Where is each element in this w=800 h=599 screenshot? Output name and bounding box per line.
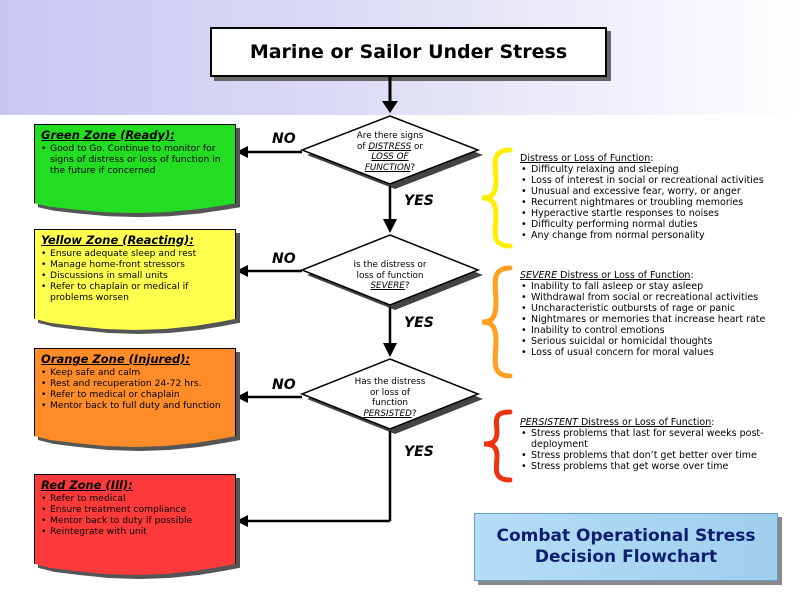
decision-flowchart-caption: Combat Operational Stress Decision Flowc… [474, 513, 778, 581]
orange-zone-title: Orange Zone (Injured): [41, 352, 191, 366]
list-item: Refer to medical or chaplain [41, 389, 229, 400]
list-item: Refer to chaplain or medical if problems… [41, 281, 229, 303]
orange-zone-box: Orange Zone (Injured): Keep safe and cal… [34, 348, 236, 447]
list-item: Ensure adequate sleep and rest [41, 248, 229, 259]
brace-yellow [481, 147, 513, 249]
yes-label-1: YES [404, 193, 434, 209]
list-item: Loss of usual concern for moral values [520, 347, 795, 358]
list-title: Distress or Loss of Function: [520, 153, 654, 164]
green-zone-title: Green Zone (Ready): [41, 128, 175, 142]
decision-label-1: Are there signs of DISTRESS or LOSS OF F… [356, 131, 424, 173]
list-item: Reintegrate with unit [41, 526, 229, 537]
red-zone-title: Red Zone (Ill): [41, 478, 133, 492]
decision-label-3: Has the distress or loss of function PER… [354, 377, 426, 419]
list-item: Good to Go. Continue to monitor for sign… [41, 143, 229, 176]
list-item: Inability to control emotions [520, 325, 795, 336]
list-item: Withdrawal from social or recreational a… [520, 292, 795, 303]
list-item: Keep safe and calm [41, 367, 229, 378]
green-zone-box: Green Zone (Ready): Good to Go. Continue… [34, 124, 236, 214]
arrow-yes-1 [383, 219, 397, 233]
list-item: Difficulty relaxing and sleeping [520, 164, 795, 175]
list-item: Mentor back to duty if possible [41, 515, 229, 526]
no-label-1: NO [272, 131, 296, 147]
severe-symptom-list: SEVERE Distress or Loss of Function: Ina… [520, 270, 795, 358]
flowchart-title: Marine or Sailor Under Stress [210, 27, 607, 77]
decision-diamond-3 [299, 358, 483, 434]
list-item: Ensure treatment compliance [41, 504, 229, 515]
yes-label-2: YES [404, 315, 434, 331]
list-item: Hyperactive startle responses to noises [520, 208, 795, 219]
brace-orange [481, 265, 513, 379]
list-item: Inability to fall asleep or stay asleep [520, 281, 795, 292]
list-item: Nightmares or memories that increase hea… [520, 314, 795, 325]
no-label-2: NO [272, 251, 296, 267]
persistent-symptom-list: PERSISTENT Distress or Loss of Function:… [520, 417, 798, 472]
list-item: Loss of interest in social or recreation… [520, 175, 795, 186]
list-item: Stress problems that last for several we… [520, 428, 798, 450]
decision-diamond-1 [299, 115, 483, 189]
yellow-zone-box: Yellow Zone (Reacting): Ensure adequate … [34, 229, 236, 330]
red-zone-box: Red Zone (Ill): Refer to medical Ensure … [34, 474, 236, 575]
list-title: SEVERE Distress or Loss of Function: [520, 270, 694, 281]
list-item: Rest and recuperation 24-72 hrs. [41, 378, 229, 389]
list-item: Uncharacteristic outbursts of rage or pa… [520, 303, 795, 314]
arrow-no-1 [236, 146, 248, 158]
list-item: Mentor back to full duty and function [41, 400, 229, 411]
arrow-yes-3 [236, 515, 248, 527]
arrow-no-2 [236, 265, 248, 277]
list-item: Difficulty performing normal duties [520, 219, 795, 230]
list-item: Stress problems that get worse over time [520, 461, 798, 472]
list-item: Unusual and excessive fear, worry, or an… [520, 186, 795, 197]
arrow-yes-2 [383, 343, 397, 357]
decision-label-2: Is the distress or loss of function SEVE… [353, 260, 427, 291]
yes-label-3: YES [404, 444, 434, 460]
list-title: PERSISTENT Distress or Loss of Function: [520, 417, 715, 428]
list-item: Recurrent nightmares or troubling memori… [520, 197, 795, 208]
yellow-zone-title: Yellow Zone (Reacting): [41, 233, 194, 247]
brace-red [483, 409, 513, 483]
arrow-no-3 [236, 391, 248, 403]
list-item: Manage home-front stressors [41, 259, 229, 270]
arrow-down-1 [382, 101, 398, 113]
distress-symptom-list: Distress or Loss of Function: Difficulty… [520, 153, 795, 241]
list-item: Refer to medical [41, 493, 229, 504]
no-label-3: NO [272, 377, 296, 393]
decision-diamond-2 [299, 234, 483, 310]
list-item: Any change from normal personality [520, 230, 795, 241]
list-item: Serious suicidal or homicidal thoughts [520, 336, 795, 347]
list-item: Discussions in small units [41, 270, 229, 281]
list-item: Stress problems that don’t get better ov… [520, 450, 798, 461]
